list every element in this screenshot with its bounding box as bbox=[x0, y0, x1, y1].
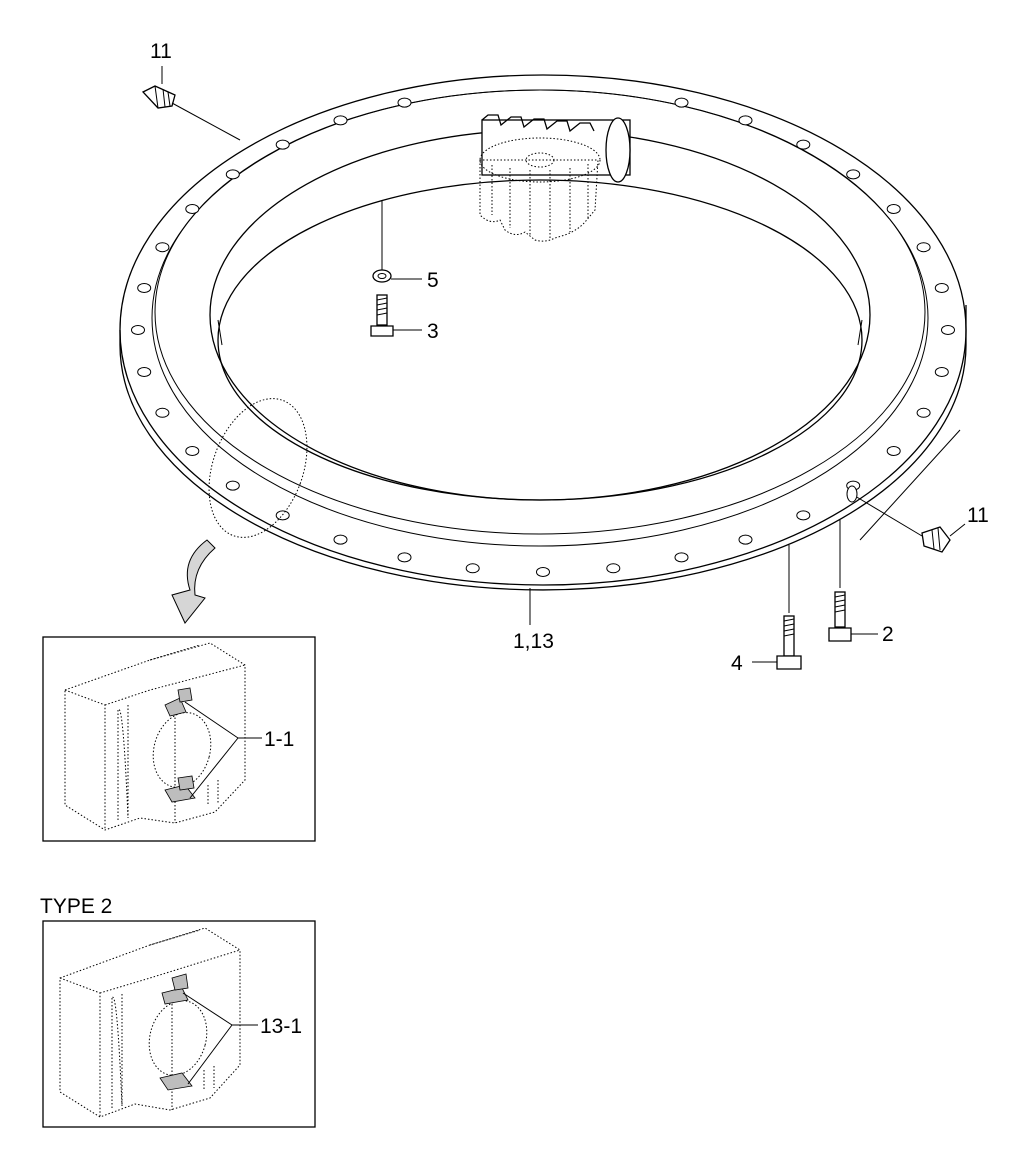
bolt-hole bbox=[225, 480, 240, 491]
bolt-hole bbox=[275, 510, 290, 521]
bolt-hole bbox=[465, 563, 480, 574]
bolt-hole bbox=[941, 325, 955, 335]
bolt-hole bbox=[137, 367, 152, 377]
bolt-hole bbox=[846, 169, 861, 180]
label-1-1: 1-1 bbox=[264, 728, 294, 751]
bolt-4-icon bbox=[752, 545, 802, 670]
bolt-hole bbox=[137, 283, 152, 293]
detail-box-type1 bbox=[42, 636, 316, 842]
bolt-hole bbox=[225, 169, 240, 180]
label-11-right: 11 bbox=[967, 504, 989, 527]
bolt-hole bbox=[131, 325, 145, 335]
bolt-hole bbox=[536, 567, 550, 577]
bolt-hole bbox=[738, 115, 753, 126]
bolt-hole bbox=[674, 97, 689, 108]
label-2: 2 bbox=[882, 623, 894, 646]
detail-box-type2 bbox=[42, 920, 316, 1128]
label-4: 4 bbox=[731, 652, 743, 675]
bolt-hole bbox=[397, 552, 412, 563]
bolt-hole bbox=[155, 407, 170, 418]
bolt-hole bbox=[674, 552, 689, 563]
bolt-hole bbox=[916, 407, 931, 418]
bolt-hole bbox=[397, 97, 412, 108]
bolt-3-icon bbox=[370, 294, 422, 337]
bolt-hole bbox=[155, 242, 170, 253]
grease-fitting-top bbox=[141, 66, 241, 141]
pinion-gear-icon bbox=[479, 114, 631, 242]
bolt-hole bbox=[275, 139, 290, 150]
bolt-hole bbox=[796, 510, 811, 521]
bolt-hole bbox=[606, 563, 621, 574]
bolt-2-icon bbox=[828, 520, 878, 642]
label-11-top: 11 bbox=[150, 40, 172, 63]
bolt-hole bbox=[738, 534, 753, 545]
grease-fitting-right bbox=[846, 485, 966, 553]
bolt-hole bbox=[796, 139, 811, 150]
type2-heading: TYPE 2 bbox=[40, 895, 112, 918]
label-13-1: 13-1 bbox=[260, 1015, 302, 1038]
bolt-hole bbox=[934, 367, 949, 377]
detail-arrow-icon bbox=[171, 539, 216, 624]
bolt-hole bbox=[934, 283, 949, 293]
label-3: 3 bbox=[427, 320, 439, 343]
label-1-13: 1,13 bbox=[513, 630, 554, 653]
washer-icon bbox=[372, 200, 422, 283]
bolt-hole bbox=[333, 115, 348, 126]
bolt-hole bbox=[886, 204, 901, 214]
flange-bolt-holes bbox=[131, 97, 955, 577]
label-5: 5 bbox=[427, 269, 439, 292]
bolt-hole bbox=[333, 534, 348, 545]
detail-callout-ellipse bbox=[208, 398, 308, 538]
bolt-hole bbox=[886, 446, 901, 456]
swing-bearing-ring bbox=[119, 74, 967, 591]
bolt-hole bbox=[916, 242, 931, 253]
bolt-hole bbox=[185, 446, 200, 456]
bolt-hole bbox=[185, 204, 200, 214]
